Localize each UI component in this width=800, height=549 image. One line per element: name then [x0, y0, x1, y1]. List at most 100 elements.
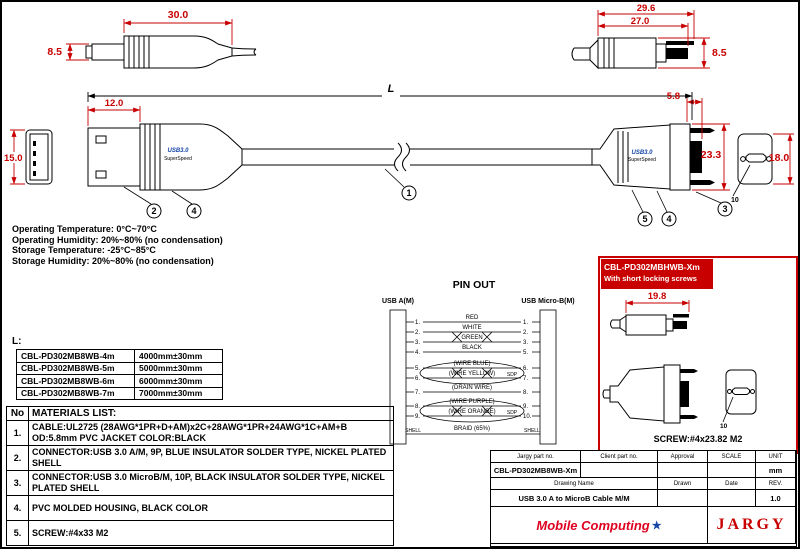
rev-value: 1.0 — [756, 490, 796, 507]
approval-value — [658, 463, 708, 478]
dim-a-shell: 12.0 — [105, 98, 124, 109]
jargy-part-label: Jargy part no. — [491, 451, 581, 463]
length-value: 4000mm±30mm — [134, 349, 223, 363]
material-no: 2. — [6, 445, 29, 471]
pin-number-left: 1. — [415, 320, 420, 326]
micro-b-front-view — [737, 133, 773, 185]
table-row: CBL-PD302MB8WB-4m 4000mm±30mm — [16, 349, 223, 363]
pin-number-left: 4. — [415, 350, 420, 356]
material-no: 3. — [6, 470, 29, 496]
sdp-label: SDP — [507, 410, 518, 416]
pinout-left-header: USB A(M) — [382, 298, 414, 305]
note-line: Storage Humidity: 20%~80% (no condensati… — [12, 255, 214, 266]
material-text: CONNECTOR:USB 3.0 MicroB/M, 10P, BLACK I… — [28, 470, 394, 496]
wire-label: WHITE — [462, 325, 481, 331]
brand-star-icon: ★ — [651, 519, 662, 532]
dim-b-tip: 5.8 — [667, 91, 680, 102]
drawn-value — [658, 490, 708, 507]
part-number: CBL-PD302MB8WB-4m — [16, 349, 135, 363]
client-part-number — [581, 463, 658, 478]
usb-a-side-view — [85, 35, 257, 69]
approval-label: Approval — [658, 451, 708, 463]
table-row: CBL-PD302MB8WB-5m 5000mm±30mm — [16, 361, 223, 375]
callout-conn-b: 3 — [722, 204, 727, 214]
micro-b-top-view — [591, 123, 715, 191]
length-table-label: L: — [12, 336, 22, 347]
dim-b-height: 8.5 — [712, 47, 727, 59]
drawing-name: USB 3.0 A to MicroB Cable M/M — [491, 490, 658, 507]
callouts: 2 4 1 5 4 3 — [123, 168, 733, 227]
pin-number-left: 9. — [415, 414, 420, 420]
part-number: CBL-PD302MB8WB-6m — [16, 374, 135, 388]
scale-value — [708, 463, 756, 478]
table-row: 4. PVC MOLDED HOUSING, BLACK COLOR — [6, 495, 394, 521]
wire-label: (WIRE YELLOW) — [449, 371, 495, 377]
pin-number-left: 8. — [415, 404, 420, 410]
pin-number-right: 2. — [523, 330, 528, 336]
table-row: 2. CONNECTOR:USB 3.0 A/M, 9P, BLUE INSUL… — [6, 445, 394, 471]
variant-panel: CBL-PD302MBHWB-Xm With short locking scr… — [598, 256, 798, 454]
length-dimension — [87, 92, 693, 120]
pinout-labels: 1. 2. 3. 4. 5. 6. 7. 8. 9. SHELL 1. 2. 3… — [405, 315, 540, 434]
materials-title: MATERIALS LIST: — [28, 406, 394, 421]
date-label: Date — [708, 478, 756, 490]
brand-left-cell: Mobile Computing ★ — [491, 507, 708, 544]
pinout-title: PIN OUT — [453, 279, 496, 291]
callout-cable: 1 — [406, 188, 411, 198]
pin-number-left: 7. — [415, 390, 420, 396]
length-table: CBL-PD302MB8WB-4m 4000mm±30mm CBL-PD302M… — [16, 349, 223, 400]
brand-right-cell: JARGY — [708, 507, 796, 544]
variant-pin10-leader — [722, 396, 734, 423]
drawn-label: Drawn — [658, 478, 708, 490]
variant-screw-label: SCREW:#4x23.82 M2 — [654, 434, 743, 444]
pin-number-right: SHELL — [524, 428, 540, 434]
jargy-part-number: CBL-PD302MB8WB-Xm — [491, 463, 581, 478]
pinout-wires — [406, 321, 540, 435]
wire-label: BRAID (65%) — [454, 426, 490, 432]
dim-b-overall: 29.6 — [637, 3, 656, 14]
mobile-computing-logo: Mobile Computing — [536, 517, 650, 533]
note-line: Operating Temperature: 0°C~70°C — [12, 224, 157, 234]
table-row: CBL-PD302MB8WB-6m 6000mm±30mm — [16, 374, 223, 388]
note-line: Operating Humidity: 20%~80% (no condensa… — [12, 234, 223, 245]
pin-number-left: SHELL — [405, 428, 421, 434]
wire-label: BLACK — [462, 345, 482, 351]
pinout-connectors — [389, 309, 557, 445]
materials-header-row: No MATERIALS LIST: — [6, 406, 394, 421]
pin-number-right: 5. — [523, 350, 528, 356]
environment-notes: Operating Temperature: 0°C~70°C Operatin… — [12, 224, 223, 266]
dim-a-body: 30.0 — [168, 9, 189, 21]
micro-b-side-view — [571, 37, 694, 70]
wire-label: RED — [466, 315, 479, 321]
material-no: 1. — [6, 420, 29, 446]
length-table-block: L: CBL-PD302MB8WB-4m 4000mm±30mm CBL-PD3… — [12, 336, 223, 400]
dim-a-height: 8.5 — [47, 46, 62, 58]
length-value: 7000mm±30mm — [134, 386, 223, 400]
table-row: 1. CABLE:UL2725 (28AWG*1PR+D+AM)x2C+28AW… — [6, 420, 394, 446]
unit-label: UNIT — [756, 451, 796, 463]
pin-number-left: 2. — [415, 330, 420, 336]
variant-dim: 19.8 — [648, 291, 667, 302]
variant-dim-lines — [625, 300, 690, 313]
title-block: Jargy part no. Client part no. Approval … — [490, 450, 797, 547]
unit-value: mm — [756, 463, 796, 478]
pin-number-left: 6. — [415, 376, 420, 382]
table-row: CBL-PD302MB8WB-7m 7000mm±30mm — [16, 386, 223, 400]
pin-number-right: 8. — [523, 390, 528, 396]
pin-number-right: 3. — [523, 340, 528, 346]
usb-a-front-view — [25, 129, 53, 185]
pin-number-right: 7. — [523, 376, 528, 382]
variant-front-view — [725, 369, 757, 415]
wire-label: (DRAIN WIRE) — [452, 385, 492, 391]
callout-screw: 5 — [642, 214, 647, 224]
table-row: 5. SCREW:#4x33 M2 — [6, 520, 394, 546]
scale-label: SCALE — [708, 451, 756, 463]
materials-table: No MATERIALS LIST: 1. CABLE:UL2725 (28AW… — [6, 406, 394, 546]
client-part-label: Client part no. — [581, 451, 658, 463]
material-text: CONNECTOR:USB 3.0 A/M, 9P, BLUE INSULATO… — [28, 445, 394, 471]
pin-number-left: 3. — [415, 340, 420, 346]
dim-b-face: 18.0 — [769, 152, 790, 164]
callout-housing-b: 4 — [666, 214, 671, 224]
length-value: 5000mm±30mm — [134, 361, 223, 375]
